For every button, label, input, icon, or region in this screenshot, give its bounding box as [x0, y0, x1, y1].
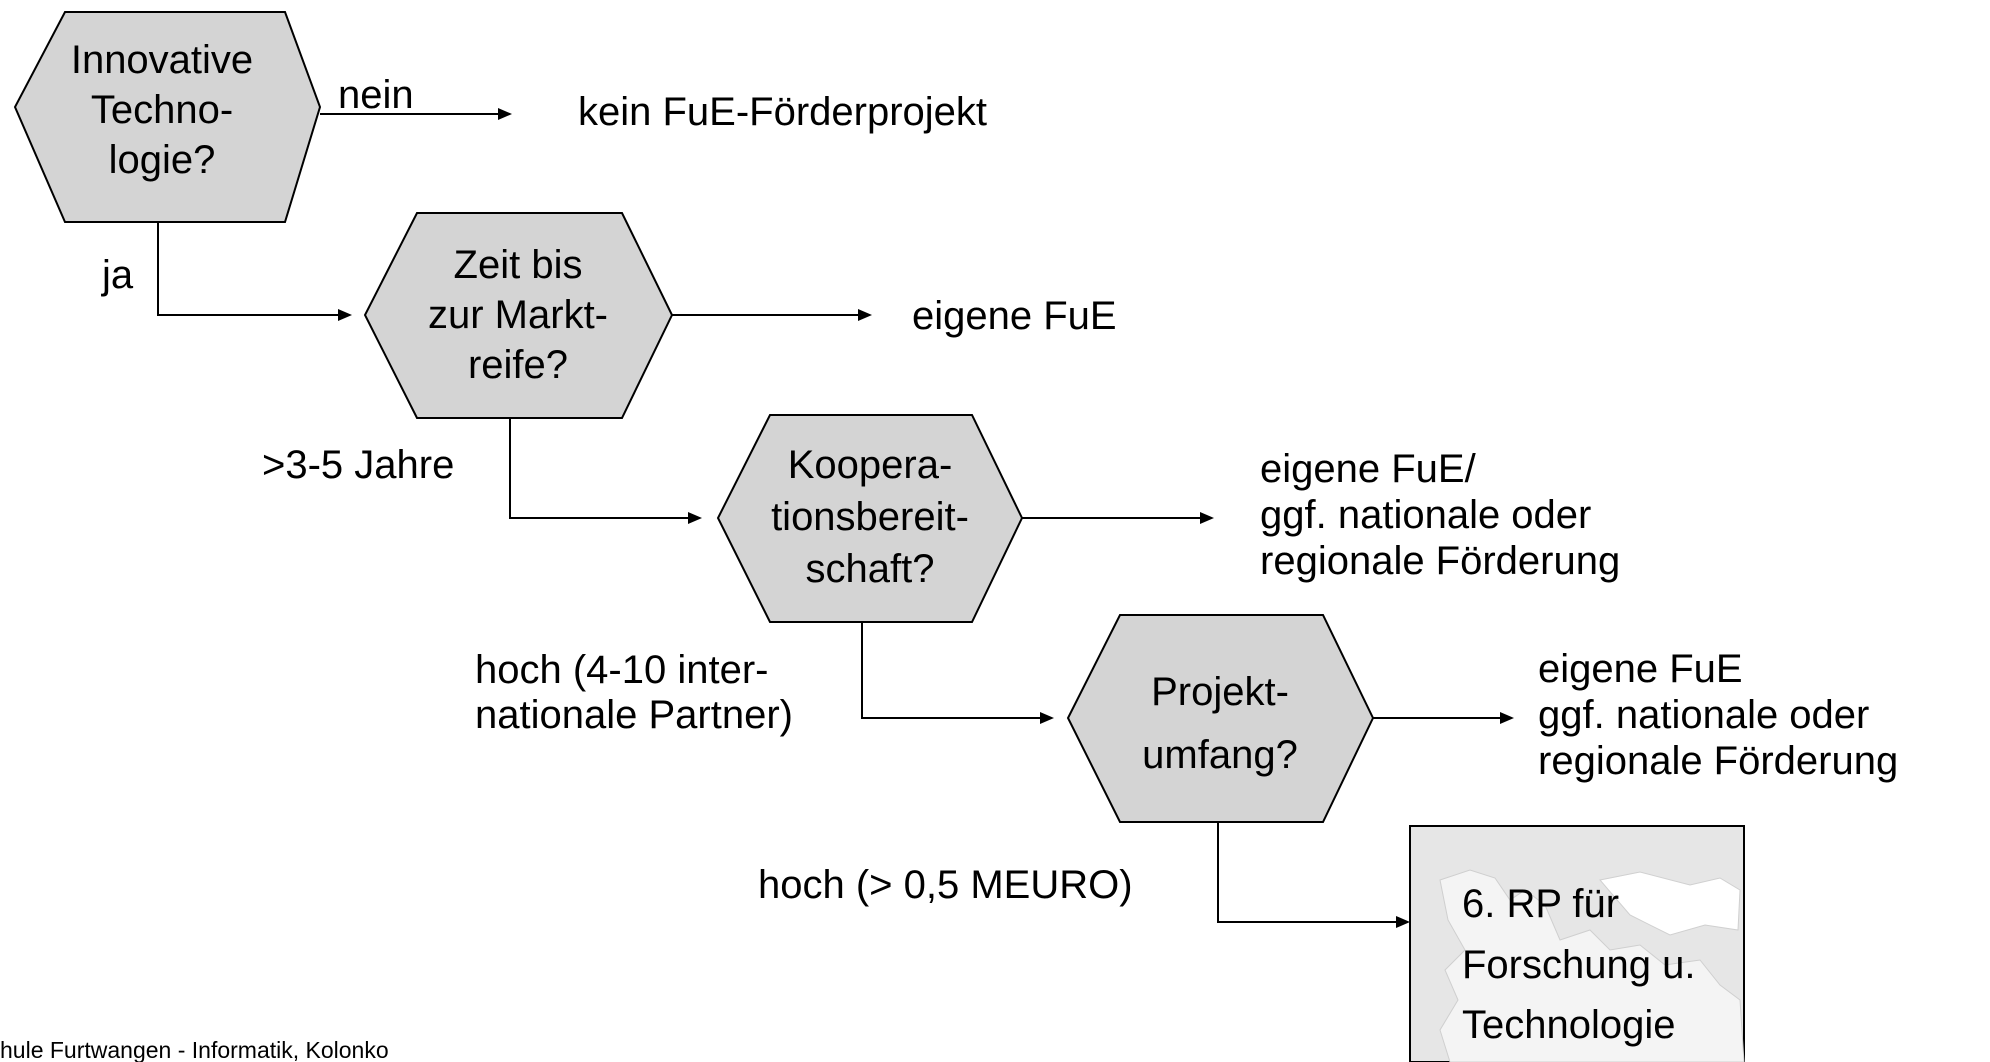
arrow-partner: [861, 622, 1040, 719]
arrow-head-nein: [498, 108, 512, 120]
decision-1-line-1: Innovative: [71, 38, 253, 82]
arrow-head-meuro: [1396, 916, 1410, 928]
europe-map-detail: [1599, 871, 1741, 936]
edge-label-jahre: >3-5 Jahre: [262, 443, 454, 487]
decision-3-line-3: schaft?: [806, 547, 935, 591]
decision-1-line-3: logie?: [109, 138, 216, 182]
outcome-national-line-3: regionale Förderung: [1260, 539, 1620, 583]
edge-label-ja: ja: [101, 253, 134, 297]
decision-1-line-2: Techno-: [91, 88, 233, 132]
decision-innovative-technologie: [13, 11, 322, 223]
edge-label-partner-line-2: nationale Partner): [475, 693, 793, 737]
decision-2-line-3: reife?: [468, 343, 568, 387]
decision-4-line-1: Projekt-: [1151, 670, 1289, 714]
footer-text: hule Furtwangen - Informatik, Kolonko: [0, 1037, 389, 1062]
outcome-national2-line-3: regionale Förderung: [1538, 739, 1898, 783]
decision-kooperationsbereitschaft: [716, 414, 1024, 623]
decision-2-line-1: Zeit bis: [454, 243, 583, 287]
decision-4-line-2: umfang?: [1142, 733, 1298, 777]
final-line-1: 6. RP für: [1462, 882, 1619, 926]
arrow-head-partner: [1040, 712, 1054, 724]
decision-zeit-bis-marktreife: [363, 212, 674, 419]
final-line-2: Forschung u.: [1462, 943, 1695, 987]
decision-2-line-2: zur Markt-: [428, 293, 608, 337]
final-box-6-rp: 6. RP für Forschung u. Technologie: [1409, 825, 1745, 1062]
europe-map-image: [1439, 869, 1745, 1062]
outcome-national-line-2: ggf. nationale oder: [1260, 493, 1591, 537]
outcome-kein-foerderprojekt: kein FuE-Förderprojekt: [578, 90, 987, 134]
arrow-head-eigene-fue: [858, 309, 872, 321]
arrow-head-national-2: [1500, 712, 1514, 724]
decision-3-line-1: Koopera-: [788, 443, 953, 487]
arrow-head-ja: [338, 309, 352, 321]
edge-label-nein: nein: [338, 73, 414, 117]
edge-label-meuro: hoch (> 0,5 MEURO): [758, 863, 1133, 907]
final-line-3: Technologie: [1462, 1003, 1676, 1047]
arrow-meuro: [1217, 822, 1396, 923]
arrow-jahre: [509, 418, 688, 519]
outcome-national2-line-2: ggf. nationale oder: [1538, 693, 1869, 737]
arrow-head-national: [1200, 512, 1214, 524]
edge-label-partner-line-1: hoch (4-10 inter-: [475, 648, 768, 692]
outcome-national2-line-1: eigene FuE: [1538, 647, 1743, 691]
decision-3-line-2: tionsbereit-: [771, 495, 969, 539]
arrow-head-jahre: [688, 512, 702, 524]
outcome-national-line-1: eigene FuE/: [1260, 447, 1477, 491]
decision-projektumfang: [1066, 614, 1375, 823]
arrow-ja: [157, 222, 338, 316]
outcome-eigene-fue: eigene FuE: [912, 294, 1117, 338]
